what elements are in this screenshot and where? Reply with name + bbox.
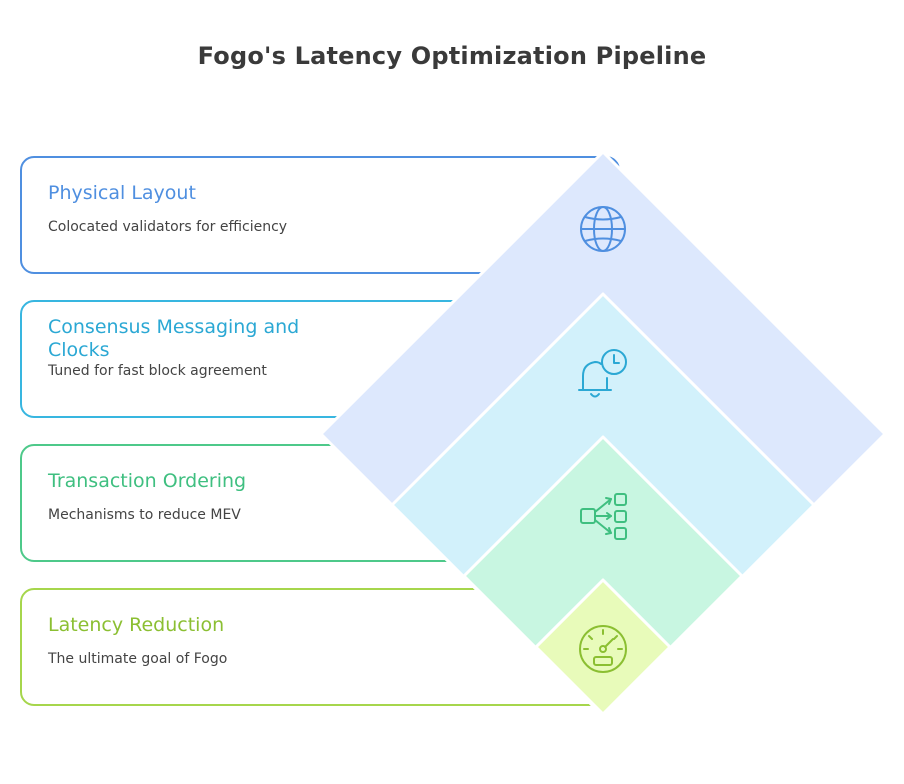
bell-clock-icon	[578, 349, 627, 398]
distribution-icon	[580, 493, 627, 540]
globe-icon	[580, 206, 626, 252]
layer-label: Transaction Ordering	[48, 470, 247, 492]
layer-label: Physical Layout	[48, 182, 196, 204]
speedometer-icon	[579, 625, 627, 673]
page-title: Fogo's Latency Optimization Pipeline	[197, 42, 707, 70]
layer-description: Tuned for fast block agreement	[48, 363, 267, 379]
layer-description: Mechanisms to reduce MEV	[48, 507, 241, 523]
layer-label: Latency Reduction	[48, 614, 225, 636]
layer-description: Colocated validators for efficiency	[48, 219, 288, 235]
layer-label: Consensus Messaging and Clocks	[48, 316, 300, 361]
layer-description: The ultimate goal of Fogo	[48, 651, 228, 667]
